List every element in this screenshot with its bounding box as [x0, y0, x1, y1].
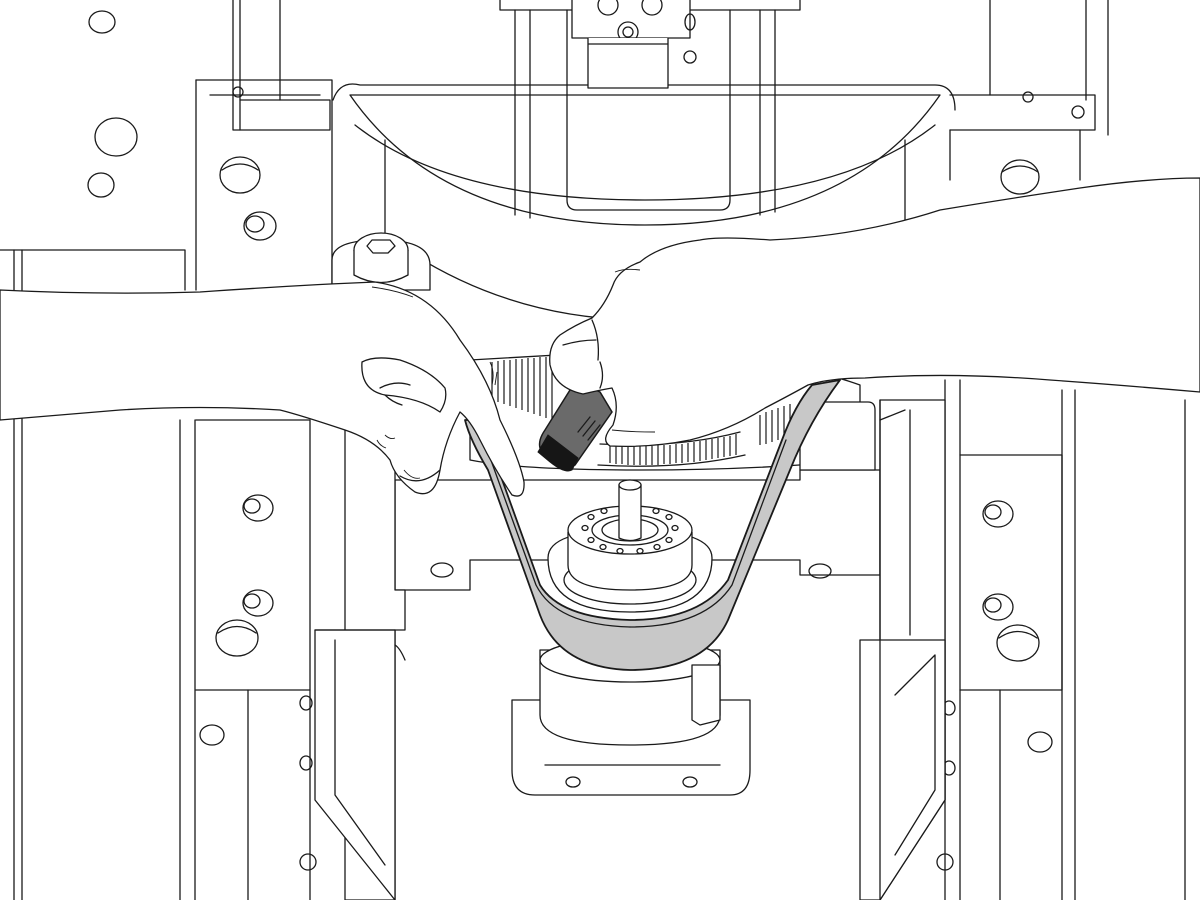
pulley-bolt-holes: [581, 507, 679, 555]
timing-belt: [464, 379, 841, 671]
small-motor-pulley: [547, 479, 713, 613]
left-hand: [0, 281, 525, 497]
left-side-plate: [314, 414, 406, 900]
right-hand: [549, 177, 1200, 448]
right-side-plate: [859, 399, 946, 900]
spindle-motor-housing: [332, 0, 956, 321]
socket-head-cap-screw: [331, 232, 431, 291]
